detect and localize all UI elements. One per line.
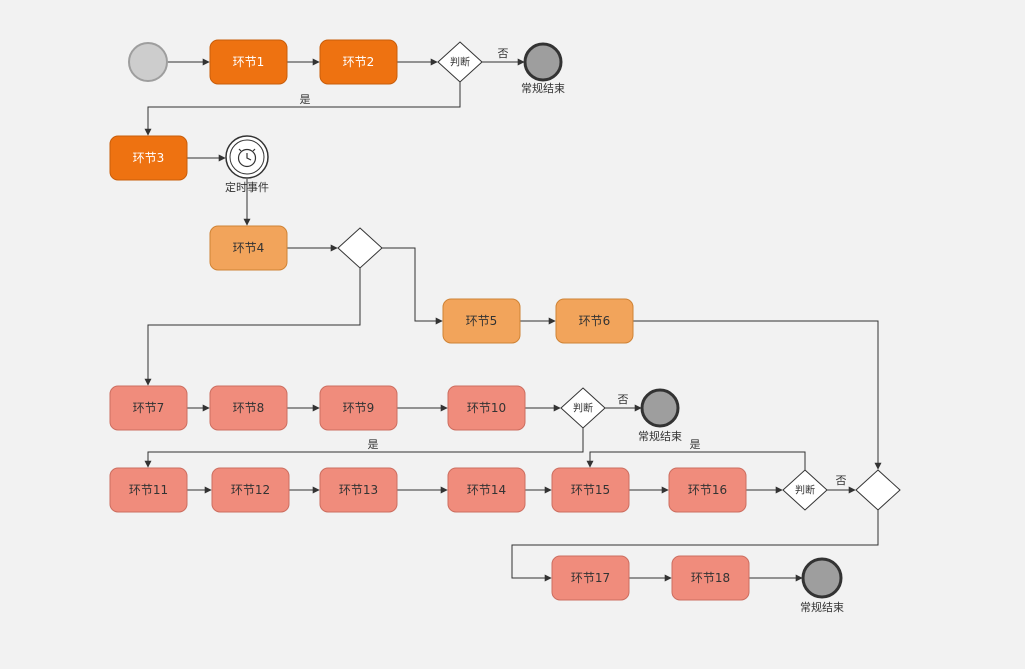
gateway-judge-1-label: 判断: [450, 56, 470, 69]
task-12-shape[interactable]: [211, 467, 290, 513]
gateway-judge-2[interactable]: [560, 387, 606, 429]
gateway-blank-2[interactable]: [855, 469, 901, 511]
task-15-label: 环节15: [571, 483, 610, 497]
gateway-judge-1[interactable]: [437, 41, 483, 83]
task-12-label: 环节12: [231, 483, 270, 497]
task-17-shape[interactable]: [551, 555, 630, 601]
gateway-judge-2-label: 判断: [573, 402, 593, 415]
task-11-label: 环节11: [129, 483, 168, 497]
task-2-label: 环节2: [343, 55, 375, 69]
connector-gateway5-task17: [511, 510, 879, 582]
timer-event[interactable]: [225, 135, 269, 179]
timer-event-inner-ring: [229, 139, 265, 175]
end-event-3[interactable]: [801, 557, 843, 599]
task-16-label: 环节16: [688, 483, 727, 497]
end-event-1[interactable]: [523, 42, 563, 82]
timer-event-label: 定时事件: [225, 180, 269, 194]
gateway-blank-1[interactable]: [337, 227, 383, 269]
edge-label-yes-2: 是: [368, 438, 379, 451]
task-5-label: 环节5: [466, 314, 498, 328]
alarm-clock-icon: [237, 148, 257, 168]
start-event[interactable]: [128, 42, 168, 82]
edge-label-no-3: 否: [836, 474, 847, 487]
task-11-shape[interactable]: [109, 467, 188, 513]
task-14-shape[interactable]: [447, 467, 526, 513]
end-event-2[interactable]: [640, 388, 680, 428]
task-9-shape[interactable]: [319, 385, 398, 431]
task-14-label: 环节14: [467, 483, 506, 497]
edge-label-yes-1: 是: [300, 93, 311, 106]
task-10-label: 环节10: [467, 401, 506, 415]
task-17-label: 环节17: [571, 571, 610, 585]
task-18-label: 环节18: [691, 571, 730, 585]
task-10-shape[interactable]: [447, 385, 526, 431]
end-event-1-label: 常规结束: [521, 81, 565, 95]
task-13-shape[interactable]: [319, 467, 398, 513]
gateway-judge-3-label: 判断: [795, 484, 815, 497]
task-1-shape[interactable]: [209, 39, 288, 85]
task-4-label: 环节4: [233, 241, 265, 255]
task-3-label: 环节3: [133, 151, 165, 165]
connector-task6-gateway5: [633, 320, 882, 470]
task-18-shape[interactable]: [671, 555, 750, 601]
end-event-2-label: 常规结束: [638, 429, 682, 443]
task-1-label: 环节1: [233, 55, 265, 69]
gateway-judge-3[interactable]: [782, 469, 828, 511]
task-7-shape[interactable]: [109, 385, 188, 431]
connector-gateway2-task7: [144, 268, 361, 386]
end-event-3-label: 常规结束: [800, 600, 844, 614]
connector-gateway1-task3: [144, 82, 461, 136]
task-13-label: 环节13: [339, 483, 378, 497]
edge-label-no-1: 否: [498, 47, 509, 60]
task-6-shape[interactable]: [555, 298, 634, 344]
task-4-shape[interactable]: [209, 225, 288, 271]
edge-label-yes-3: 是: [690, 438, 701, 451]
connector-gateway3-task11: [144, 428, 584, 468]
task-8-shape[interactable]: [209, 385, 288, 431]
task-2-shape[interactable]: [319, 39, 398, 85]
task-3-shape[interactable]: [109, 135, 188, 181]
connector-gateway4-task15: [586, 451, 806, 470]
task-9-label: 环节9: [343, 401, 375, 415]
task-15-shape[interactable]: [551, 467, 630, 513]
task-6-label: 环节6: [579, 314, 611, 328]
task-8-label: 环节8: [233, 401, 265, 415]
task-7-label: 环节7: [133, 401, 165, 415]
edge-label-no-2: 否: [618, 393, 629, 406]
task-5-shape[interactable]: [442, 298, 521, 344]
connector-gateway2-task5: [382, 247, 443, 325]
task-16-shape[interactable]: [668, 467, 747, 513]
